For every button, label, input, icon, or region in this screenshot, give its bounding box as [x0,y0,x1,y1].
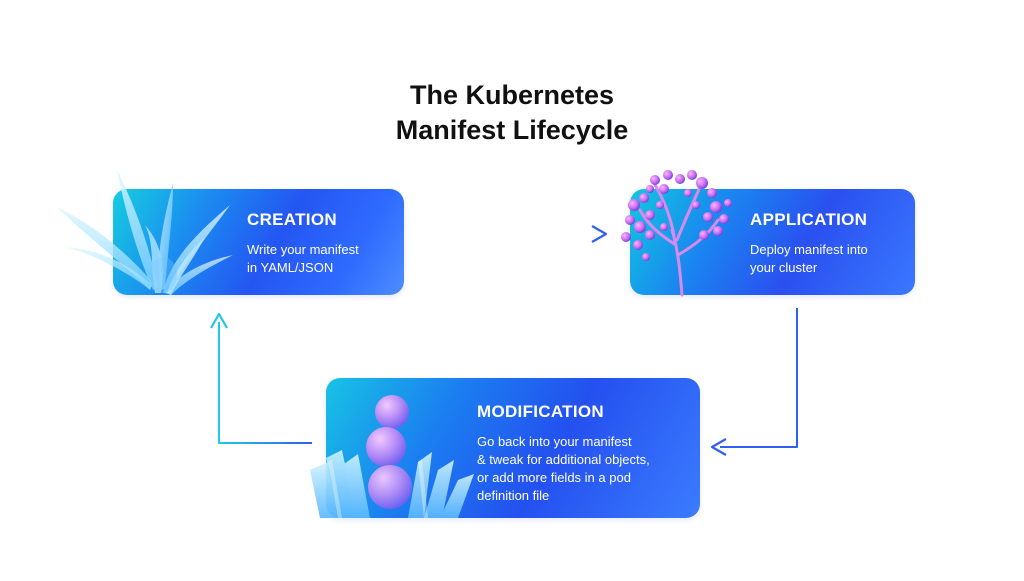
modification-description-line-4: definition file [477,488,550,503]
creation-description-line-1: Write your manifest [247,242,359,257]
modification-description-line-2: & tweak for additional objects, [477,452,650,467]
diagram-title-line-1: The Kubernetes [409,80,615,110]
arrow-application-to-modification [710,308,798,456]
arrow-modification-to-creation [210,312,312,444]
diagram-title-line-2: Manifest Lifecycle [395,115,629,145]
application-description-line-1: Deploy manifest into [750,242,868,257]
application-card: APPLICATION Deploy manifest into your cl… [630,189,915,295]
creation-description-line-2: in YAML/JSON [247,260,334,275]
arrow-creation-to-application [418,225,608,243]
application-description-line-2: your cluster [750,260,818,275]
leafy-plant-icon [57,170,233,295]
modification-description-line-3: or add more fields in a pod [477,470,631,485]
modification-description-line-1: Go back into your manifest [477,434,632,449]
crystal-spheres-icon [310,395,474,518]
modification-heading: MODIFICATION [477,402,604,421]
application-heading: APPLICATION [750,210,868,229]
berry-branch-icon [621,170,732,297]
creation-heading: CREATION [247,210,337,229]
